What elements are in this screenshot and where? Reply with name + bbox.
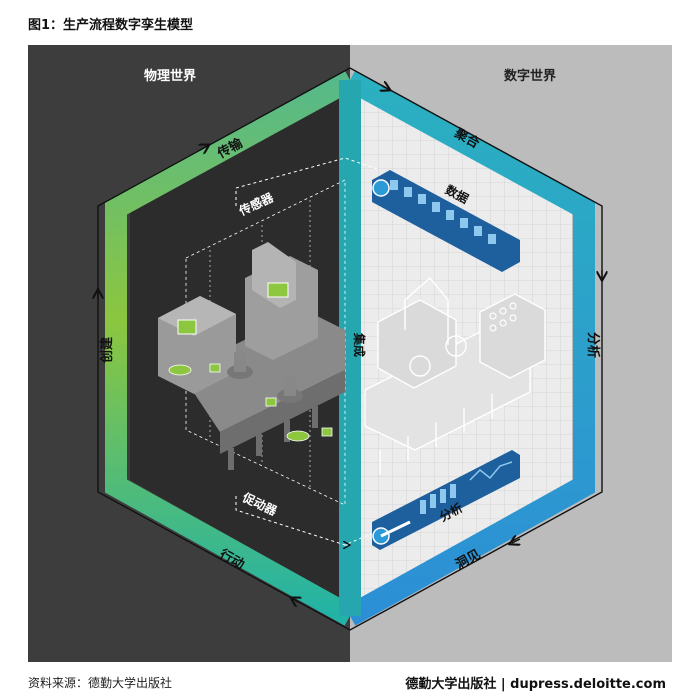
figure-title: 图1：生产流程数字孪生模型: [28, 18, 194, 33]
hexagon-band-left: [105, 70, 356, 626]
digital-production-line: [364, 276, 546, 475]
physical-world-label: 物理世界: [144, 68, 196, 84]
stage-analyze-label: 分析: [585, 332, 601, 358]
physical-production-line: [158, 179, 346, 506]
stage-create-label: 创建: [99, 337, 115, 364]
integration-column: [339, 80, 361, 616]
sensor-link: [235, 157, 381, 206]
hexagon-band-right: [344, 70, 595, 626]
publisher-credit: 德勤大学出版社 | dupress.deloitte.com: [405, 677, 666, 692]
digital-world-label: 数字世界: [504, 68, 556, 84]
data-bar: [372, 170, 520, 272]
analytics-bar: [372, 450, 520, 550]
cycle-flow-line: [97, 67, 603, 631]
source-note: 资料来源：德勤大学出版社: [28, 676, 173, 690]
stage-integrate-label: 集成: [352, 332, 367, 357]
control-panel-icons: [489, 302, 517, 332]
actuator-link: [235, 496, 381, 546]
